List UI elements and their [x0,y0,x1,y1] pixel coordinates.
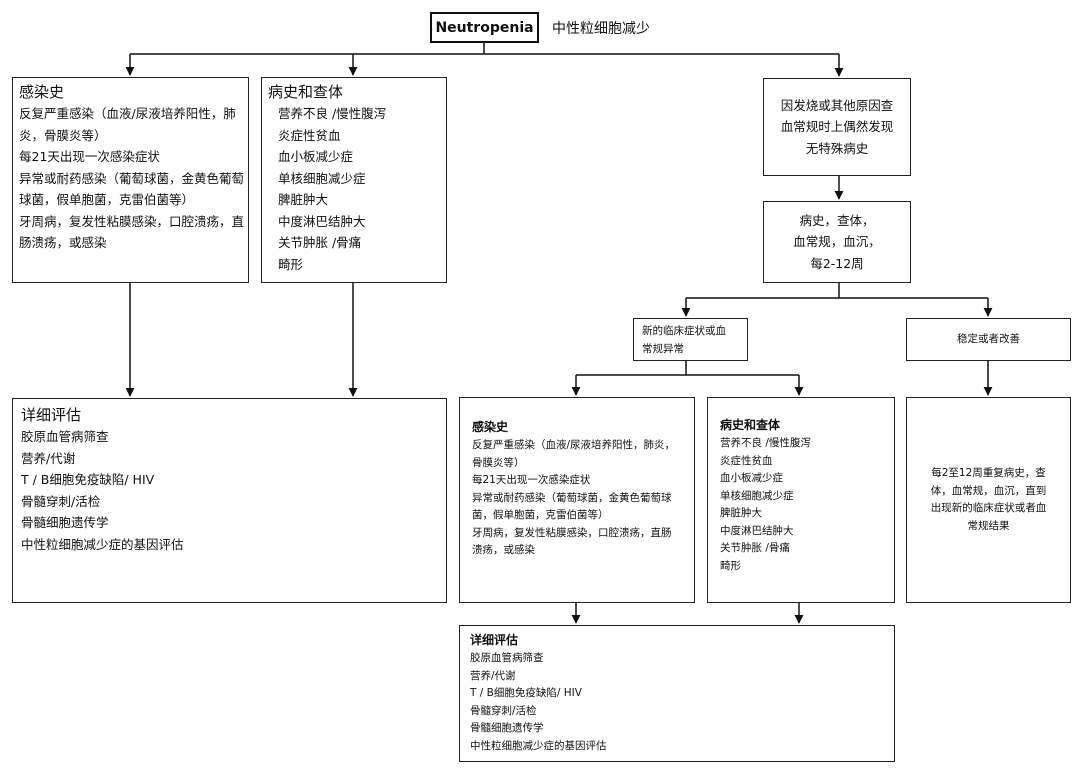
text-line: 脾脏肿大 [278,192,329,207]
text-line: 球菌，假单胞菌，克雷伯菌等） [19,192,195,207]
box-title: 病史和查体 [268,83,344,101]
text-line: 溃疡，或感染 [472,544,535,556]
text-line: 畸形 [278,256,304,272]
text-line: 病史，查体， [799,212,875,228]
title-chinese: 中性粒细胞减少 [552,21,650,37]
text-line: 中度淋巴结肿大 [720,524,794,537]
text-line: 新的临床症状或血 [642,325,726,337]
followup-box: 病史，查体， 血常规，血沉， 每2-12周 [763,201,911,283]
text-line: 菌，假单胞菌，克雷伯菌等） [472,509,609,521]
detailed-evaluation-box: 详细评估 胶原血管病筛查 营养/代谢 T / B细胞免疫缺陷/ HIV 骨髓穿刺… [12,398,447,603]
box-title: 详细评估 [21,406,82,424]
text-line: 牙周病，复发性粘膜感染，口腔溃疡，直 [19,213,245,229]
box-title: 感染史 [19,83,65,101]
repeat-followup-box: 每2至12周重复病史，查 体，血常规，血沉，直到 出现新的临床症状或者血 常规结… [906,397,1071,603]
text-line: 每21天出现一次感染症状 [19,149,160,164]
text-line: 反复严重感染（血液/尿液培养阳性，肺炎， [472,439,676,451]
text-line: 单核细胞减少症 [278,170,366,186]
text-line: 营养/代谢 [470,669,516,682]
text-line: 骨髓穿刺/活检 [21,493,101,509]
text-line: 胶原血管病筛查 [21,429,109,444]
text-line: 单核细胞减少症 [720,489,794,502]
new-symptoms-box: 新的临床症状或血 常规异常 [633,318,748,361]
stable-box: 稳定或者改善 [906,318,1071,361]
title-box: Neutropenia [430,12,539,43]
infection-history-box-2: 感染史 反复严重感染（血液/尿液培养阳性，肺炎， 骨膜炎等） 每21天出现一次感… [459,397,695,603]
text-line: 炎症性贫血 [278,127,341,143]
text-line: 因发烧或其他原因查 [780,97,894,113]
text-line: 每2-12周 [810,255,864,271]
text-line: 血小板减少症 [720,472,783,484]
text-line: 出现新的临床症状或者血 [930,502,1047,514]
text-line: 骨膜炎等） [472,456,525,469]
text-line: 中性粒细胞减少症的基因评估 [21,536,184,552]
text-line: 肠溃疡，或感染 [19,235,107,250]
detailed-evaluation-box-2: 详细评估 胶原血管病筛查 营养/代谢 T / B细胞免疫缺陷/ HIV 骨髓穿刺… [459,625,895,762]
text-line: 稳定或者改善 [957,332,1020,345]
text-line: 骨髓穿刺/活检 [470,704,537,717]
text-line: 骨髓细胞遗传学 [470,722,544,734]
text-line: 炎，骨膜炎等） [19,127,107,143]
text-line: T / B细胞免疫缺陷/ HIV [470,687,582,699]
text-line: 脾脏肿大 [720,507,762,519]
text-line: 每2至12周重复病史，查 [931,467,1046,479]
text-line: 异常或耐药感染（葡萄球菌，金黄色葡萄球 [472,491,672,504]
text-line: 体，血常规，血沉，直到 [930,484,1047,497]
history-exam-box-2: 病史和查体 营养不良 /慢性腹泻 炎症性贫血 血小板减少症 单核细胞减少症 脾脏… [707,397,895,603]
text-line: 中度淋巴结肿大 [278,213,366,229]
text-line: 异常或耐药感染（葡萄球菌，金黄色葡萄 [19,170,245,186]
text-line: 常规结果 [967,519,1010,532]
text-line: 中性粒细胞减少症的基因评估 [470,739,607,752]
text-line: 反复严重感染（血液/尿液培养阳性，肺 [19,106,236,121]
text-line: 关节肿胀 /骨痛 [278,235,362,250]
box-title: 详细评估 [470,633,519,647]
text-line: 骨髓细胞遗传学 [21,515,109,530]
text-line: 营养/代谢 [21,450,76,466]
text-line: 畸形 [720,559,741,572]
text-line: 血小板减少症 [278,149,354,164]
text-line: 营养不良 /慢性腹泻 [720,437,811,449]
history-exam-box: 病史和查体 营养不良 /慢性腹泻 炎症性贫血 血小板减少症 单核细胞减少症 脾脏… [261,77,447,283]
text-line: 胶原血管病筛查 [470,652,544,664]
infection-history-box: 感染史 反复严重感染（血液/尿液培养阳性，肺 炎，骨膜炎等） 每21天出现一次感… [12,77,249,283]
text-line: 血常规时上偶然发现 [780,119,894,135]
incidental-finding-box: 因发烧或其他原因查 血常规时上偶然发现 无特殊病史 [763,78,911,176]
box-title: 病史和查体 [720,418,781,432]
text-line: 每21天出现一次感染症状 [472,474,591,486]
text-line: 血常规，血沉， [793,234,881,250]
text-line: 营养不良 /慢性腹泻 [278,106,387,121]
text-line: 牙周病，复发性粘膜感染，口腔溃疡，直肠 [472,526,672,539]
text-line: 无特殊病史 [805,140,869,156]
box-title: 感染史 [472,420,509,434]
text-line: T / B细胞免疫缺陷/ HIV [21,472,155,487]
text-line: 常规异常 [642,342,684,355]
text-line: 炎症性贫血 [720,454,773,467]
text-line: 关节肿胀 /骨痛 [720,542,790,554]
